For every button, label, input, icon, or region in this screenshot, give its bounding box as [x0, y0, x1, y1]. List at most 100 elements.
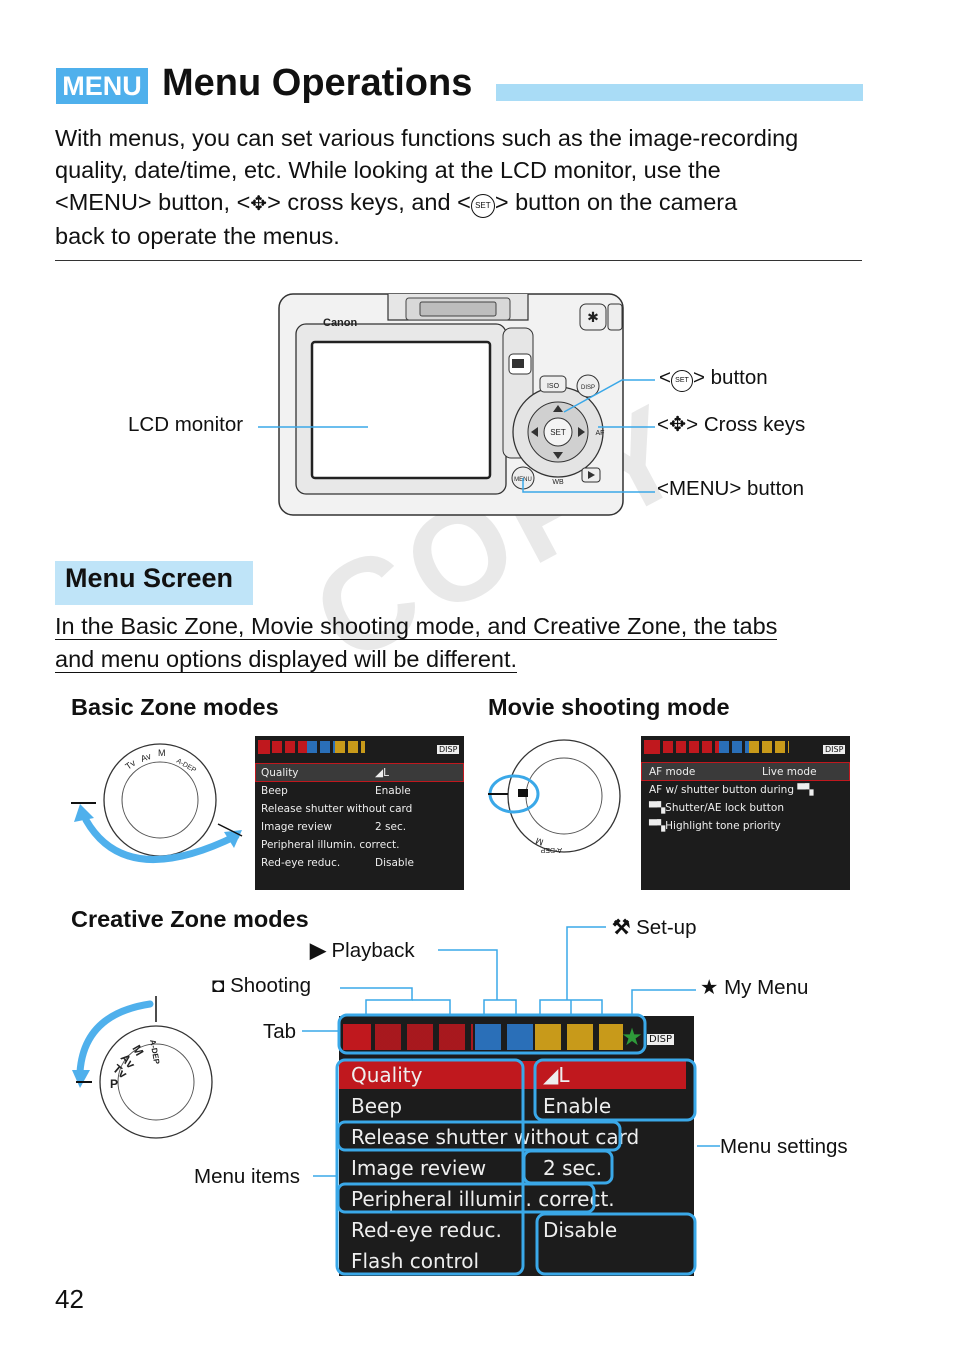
camera-brand-text: Canon [323, 317, 358, 329]
menu-item-quality: Quality [261, 767, 299, 779]
menu-value-red-eye: Disable [375, 857, 414, 869]
selected-row-highlight [641, 762, 850, 781]
lcd-monitor-label: LCD monitor [128, 413, 244, 436]
setup-tab-label: ⚒ Set-up [612, 916, 697, 939]
playback-tab-label: ▶ Playback [310, 939, 415, 962]
menu-item-quality: Quality [351, 1063, 423, 1087]
playback-icon: ▶ [310, 939, 332, 962]
menu-item-peripheral: Peripheral illumin. correct. [261, 839, 400, 851]
creative-zone-heading: Creative Zone modes [71, 906, 309, 932]
menu-value-beep: Enable [543, 1094, 612, 1118]
tab-label: Tab [263, 1020, 297, 1043]
page-number: 42 [55, 1284, 84, 1314]
note-line-1: In the Basic Zone, Movie shooting mode, … [55, 613, 778, 640]
svg-text:AF: AF [596, 430, 605, 437]
svg-text:M: M [158, 748, 166, 758]
disp-icon: DISP [823, 745, 846, 754]
menu-value-quality: ◢L [375, 767, 389, 779]
tab-playback-icons [719, 741, 749, 753]
tab-setup-icons [749, 741, 789, 753]
tab-setup-icons [535, 1024, 623, 1050]
movie-mode-dial: M A-DEP [488, 739, 621, 853]
intro-line-3b: > cross keys, and < [267, 189, 471, 215]
svg-text:SET: SET [550, 428, 566, 437]
menu-item-highlight-tone: ▀▚Highlight tone priority [649, 820, 781, 832]
disp-icon: DISP [647, 1034, 675, 1045]
menu-value-af-mode: Live mode [762, 766, 817, 778]
menu-item-af-mode: AF mode [649, 766, 696, 778]
menu-item-image-review: Image review [351, 1156, 487, 1180]
menu-value-quality: ◢L [543, 1063, 570, 1087]
menu-value-image-review: 2 sec. [375, 821, 407, 833]
svg-text:DISP: DISP [581, 385, 595, 391]
creative-callout-lines [302, 926, 720, 1276]
tab-mymenu-star-icon: ★ [621, 1023, 643, 1051]
basic-menu-values: ◢L Enable 2 sec. Disable [375, 764, 414, 872]
menu-note: In the Basic Zone, Movie shooting mode, … [55, 610, 778, 676]
movie-menu-list: AF mode AF w/ shutter button during ▀▚ ▀… [649, 763, 813, 835]
intro-line-2: quality, date/time, etc. While looking a… [55, 157, 721, 183]
creative-menu-values: ◢L Enable 2 sec. Disable [543, 1060, 617, 1246]
menu-item-red-eye: Red-eye reduc. [261, 857, 341, 869]
star-icon: ★ [700, 976, 725, 999]
menu-item-beep: Beep [351, 1094, 403, 1118]
tab-movie-icon [644, 740, 660, 754]
svg-text:M: M [534, 836, 544, 848]
note-line-2: and menu options displayed will be diffe… [55, 646, 518, 673]
tab-playback-icons [475, 1024, 533, 1050]
menu-item-ae-lock: ▀▚Shutter/AE lock button [649, 802, 784, 814]
intro-line-3a: <MENU> button, < [55, 189, 251, 215]
title-bar-decoration [496, 84, 863, 101]
set-button-icon: SET [470, 194, 495, 218]
section-divider [55, 260, 862, 261]
svg-text:P: P [110, 1077, 118, 1091]
cross-keys-label: <✥> Cross keys [657, 413, 806, 436]
creative-menu-list: Quality Beep Release shutter without car… [351, 1060, 639, 1277]
svg-text:✱: ✱ [587, 309, 599, 325]
camera-back-illustration: Canon ✱ SET ISO DISP MENU WB AF [278, 293, 624, 516]
tab-shooting-selected [343, 1024, 371, 1050]
camera-callout-lines [258, 379, 655, 493]
basic-menu-list: Quality Beep Release shutter without car… [261, 764, 412, 872]
menu-button-label: <MENU> button [657, 477, 805, 500]
section-title-box [55, 561, 253, 605]
selected-row-highlight [339, 1061, 686, 1089]
menu-settings-label: Menu settings [720, 1135, 848, 1158]
menu-item-peripheral: Peripheral illumin. correct. [351, 1187, 615, 1211]
menu-value-image-review: 2 sec. [543, 1156, 603, 1180]
movie-mode-lcd: DISP AF mode AF w/ shutter button during… [641, 736, 850, 890]
intro-line-3: <MENU> button, <✥> cross keys, and <SET>… [55, 186, 875, 220]
wrench-icon: ⚒ [612, 916, 637, 939]
creative-zone-dial: A-DEP M Av Tv P [72, 996, 213, 1139]
mymenu-tab-label: ★ My Menu [700, 976, 809, 999]
cross-keys-icon: ✥ [250, 193, 268, 215]
svg-text:ISO: ISO [547, 383, 560, 390]
camera-icon: ◘ [212, 974, 231, 997]
menu-item-beep: Beep [261, 785, 288, 797]
basic-zone-dial: Av M A-DEP Tv [71, 743, 243, 864]
set-button-label: <SET> button [659, 366, 768, 392]
svg-text:WB: WB [552, 479, 564, 486]
cross-keys-icon: ✥ [668, 413, 687, 436]
menu-item-red-eye: Red-eye reduc. [351, 1218, 502, 1242]
svg-text:Av: Av [139, 751, 153, 764]
tab-movie-icons [663, 741, 719, 753]
basic-zone-lcd: DISP Quality Beep Release shutter withou… [255, 736, 464, 890]
menu-item-flash-control: Flash control [351, 1249, 480, 1273]
svg-text:A-DEP: A-DEP [540, 846, 562, 853]
menu-value-red-eye: Disable [543, 1218, 618, 1242]
disp-icon: DISP [437, 745, 460, 754]
tab-playback-icons [307, 741, 337, 753]
intro-paragraph: With menus, you can set various function… [55, 122, 875, 252]
menu-value-beep: Enable [375, 785, 411, 797]
section-title: Menu Screen [65, 563, 234, 593]
page-title: Menu Operations [162, 62, 473, 104]
intro-line-1: With menus, you can set various function… [55, 125, 799, 151]
selected-row-highlight [255, 763, 464, 782]
set-button-icon: SET [670, 370, 693, 392]
menu-item-image-review: Image review [261, 821, 332, 833]
tab-shooting-icon [258, 740, 270, 754]
tab-setup-icons [335, 741, 365, 753]
basic-zone-heading: Basic Zone modes [71, 694, 279, 720]
intro-line-4: back to operate the menus. [55, 223, 340, 249]
